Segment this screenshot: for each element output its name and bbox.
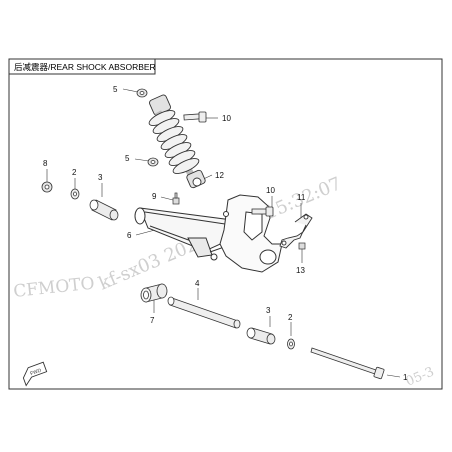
callout-pivot-bolt: 1 <box>403 373 408 382</box>
callout-bracket-bolt: 13 <box>296 266 305 275</box>
right-washer <box>287 338 295 350</box>
callout-nut-top: 5 <box>113 85 118 94</box>
left-bushing <box>89 199 119 221</box>
right-bolt <box>251 206 274 217</box>
callout-shaft-sleeve: 4 <box>195 279 200 288</box>
rear-shock-absorber <box>148 94 206 189</box>
left-washer <box>70 188 80 200</box>
chain-guide-bracket <box>279 213 313 249</box>
diagram-title: 后减震器/REAR SHOCK ABSORBER <box>14 62 156 72</box>
top-bolt <box>183 111 207 123</box>
callout-bolt-right: 10 <box>266 186 275 195</box>
callout-bracket: 11 <box>297 193 306 202</box>
callout-bushing-left: 3 <box>98 173 103 182</box>
pivot-bolt <box>310 347 385 380</box>
right-bushing <box>246 327 276 345</box>
watermark-brand: CFMOTO <box>12 274 95 302</box>
callout-swingarm: 6 <box>127 231 132 240</box>
callout-nut-mid: 5 <box>125 154 130 163</box>
callout-washer-left: 2 <box>72 168 77 177</box>
title-box <box>8 58 156 75</box>
needle-bearing <box>140 283 168 303</box>
svg-text:FWD: FWD <box>30 367 43 377</box>
callout-labels: 5 10 5 12 8 2 3 9 6 10 11 13 4 7 3 2 1 <box>43 85 408 382</box>
callout-nut-left: 8 <box>43 159 48 168</box>
diagram-frame <box>8 58 443 390</box>
bracket-bolt <box>298 242 306 250</box>
left-nut <box>41 181 53 193</box>
callout-washer-right: 2 <box>288 313 293 322</box>
middle-nut <box>147 157 159 167</box>
swingarm <box>134 194 283 273</box>
callout-shock-bolt: 12 <box>215 171 224 180</box>
direction-arrow-icon: FWD <box>22 361 48 387</box>
watermark-fragment: 05-3 <box>404 364 437 389</box>
callout-grease-nipple: 9 <box>152 192 157 201</box>
callout-bushing-right: 3 <box>266 306 271 315</box>
shaft-sleeve <box>167 296 241 329</box>
callout-needle-bearing: 7 <box>150 316 155 325</box>
grease-nipple <box>172 192 180 205</box>
top-nut <box>136 88 148 98</box>
callout-bolt-top: 10 <box>222 114 231 123</box>
